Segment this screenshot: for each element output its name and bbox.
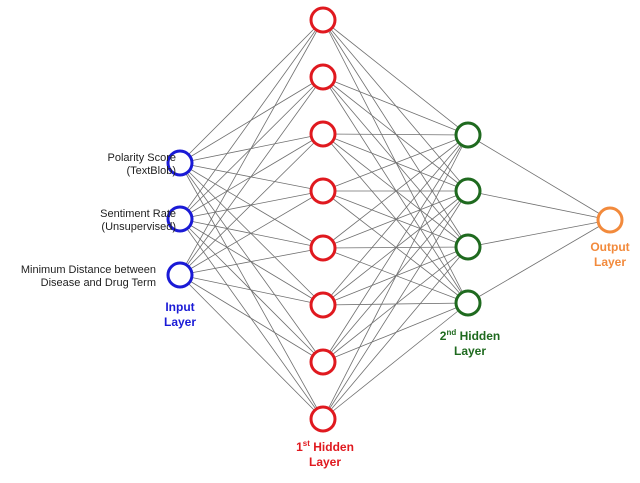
edge-hidden1-1-to-hidden2-2 [322, 19, 469, 192]
edge-hidden1-4-to-hidden2-4 [322, 190, 469, 304]
edge-hidden1-5-to-hidden2-1 [322, 134, 469, 249]
edge-input-3-to-hidden1-1 [179, 19, 324, 276]
hidden2-node-1 [454, 121, 482, 149]
hidden2-title-rest: Hidden [456, 329, 501, 343]
hidden2-layer-title-line1: 2nd Hidden [420, 329, 520, 344]
output-node-1 [596, 206, 624, 234]
input-label-polarity-line1: Polarity Score [107, 152, 176, 164]
hidden2-ordinal-suffix: nd [446, 328, 457, 337]
hidden1-node-5 [309, 234, 337, 262]
edge-input-3-to-hidden1-7 [179, 274, 324, 363]
input-label-sentiment: Sentiment Rate (Unsupervised) [20, 208, 176, 234]
hidden1-layer-title-line1: 1st Hidden [275, 440, 375, 455]
input-label-polarity-line2: (TextBlob) [126, 165, 176, 177]
hidden1-layer-title: 1st Hidden Layer [275, 440, 375, 470]
edge-hidden2-2-to-output-1 [467, 190, 611, 221]
hidden1-node-4 [309, 177, 337, 205]
edge-input-2-to-hidden1-8 [179, 218, 324, 420]
output-layer-title: Output Layer [570, 240, 640, 270]
edge-input-2-to-hidden1-5 [179, 218, 324, 249]
hidden2-node-4 [454, 289, 482, 317]
edge-hidden2-3-to-output-1 [467, 219, 611, 248]
edge-input-1-to-hidden1-6 [179, 162, 324, 306]
neurons [166, 6, 624, 433]
connections [179, 19, 611, 420]
edge-hidden2-1-to-output-1 [467, 134, 611, 221]
input-label-sentiment-line2: (Unsupervised) [101, 221, 176, 233]
input-label-polarity: Polarity Score (TextBlob) [20, 152, 176, 178]
input-node-2 [166, 205, 194, 233]
hidden1-node-6 [309, 291, 337, 319]
output-layer-title-line2: Layer [593, 255, 627, 269]
edge-input-2-to-hidden1-1 [179, 19, 324, 220]
edge-hidden1-7-to-hidden2-1 [322, 134, 469, 363]
edge-input-3-to-hidden1-4 [179, 190, 324, 276]
edge-input-3-to-hidden1-2 [179, 76, 324, 276]
edge-hidden1-3-to-hidden2-3 [322, 133, 469, 248]
edge-input-1-to-hidden1-5 [179, 162, 324, 249]
edge-hidden1-2-to-hidden2-1 [322, 76, 469, 136]
hidden2-layer-title: 2nd Hidden Layer [420, 329, 520, 359]
input-label-distance-line1: Minimum Distance between [20, 264, 156, 276]
hidden1-node-1 [309, 6, 337, 34]
edge-input-2-to-hidden1-6 [179, 218, 324, 306]
edge-input-1-to-hidden1-7 [179, 162, 324, 363]
input-label-distance-line2: Disease and Drug Term [40, 277, 156, 289]
hidden2-ordinal: 2 [439, 329, 447, 343]
input-label-sentiment-line1: Sentiment Rate [100, 208, 176, 220]
edge-input-1-to-hidden1-4 [179, 162, 324, 192]
edge-input-3-to-hidden1-3 [179, 133, 324, 276]
edge-hidden1-8-to-hidden2-4 [322, 302, 469, 420]
edge-hidden1-8-to-hidden2-1 [322, 134, 469, 420]
edge-input-2-to-hidden1-7 [179, 218, 324, 363]
hidden1-node-8 [309, 405, 337, 433]
input-label-distance: Minimum Distance between Disease and Dru… [0, 264, 156, 290]
hidden2-node-3 [454, 233, 482, 261]
hidden1-layer-title-line2: Layer [308, 455, 342, 469]
output-layer-title-line1: Output [590, 240, 630, 254]
edge-hidden1-6-to-hidden2-1 [322, 134, 469, 306]
edge-input-3-to-hidden1-5 [179, 247, 324, 276]
edge-hidden1-1-to-hidden2-1 [322, 19, 469, 136]
input-node-1 [166, 149, 194, 177]
edge-hidden1-2-to-hidden2-3 [322, 76, 469, 248]
hidden1-node-2 [309, 63, 337, 91]
input-node-3 [166, 261, 194, 289]
edge-hidden1-8-to-hidden2-2 [322, 190, 469, 420]
hidden1-title-rest: Hidden [309, 440, 354, 454]
hidden1-node-7 [309, 348, 337, 376]
hidden2-layer-title-line2: Layer [453, 344, 487, 358]
edge-hidden2-4-to-output-1 [467, 219, 611, 304]
edge-hidden1-4-to-hidden2-1 [322, 134, 469, 192]
hidden2-node-2 [454, 177, 482, 205]
edge-hidden1-4-to-hidden2-3 [322, 190, 469, 248]
edge-hidden1-8-to-hidden2-3 [322, 246, 469, 420]
edge-hidden1-3-to-hidden2-1 [322, 133, 469, 136]
hidden1-ordinal-suffix: st [302, 439, 310, 448]
edge-input-3-to-hidden1-8 [179, 274, 324, 420]
edge-hidden1-5-to-hidden2-4 [322, 247, 469, 304]
hidden1-ordinal: 1 [296, 440, 303, 454]
edge-input-3-to-hidden1-6 [179, 274, 324, 306]
hidden1-node-3 [309, 120, 337, 148]
edge-hidden1-3-to-hidden2-4 [322, 133, 469, 304]
input-layer-title-line1: Input [165, 300, 195, 314]
input-layer-title: Input Layer [140, 300, 220, 330]
edge-hidden1-2-to-hidden2-2 [322, 76, 469, 192]
input-layer-title-line2: Layer [163, 315, 197, 329]
edge-input-1-to-hidden1-1 [179, 19, 324, 164]
